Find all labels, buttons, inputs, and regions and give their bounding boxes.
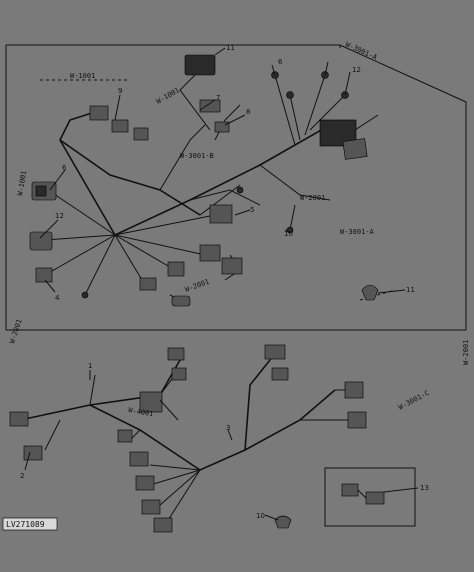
- callout-12b: 12: [352, 66, 361, 74]
- wire-label: W-3001-A: [340, 228, 375, 236]
- wire-label: W-2001: [184, 278, 211, 294]
- connector: [35, 185, 47, 197]
- connector: [35, 267, 53, 283]
- connector: [274, 515, 292, 529]
- connector: [89, 105, 109, 121]
- callout-5: 5: [250, 206, 254, 214]
- upper-harness: [40, 69, 396, 306]
- connector: [81, 291, 89, 299]
- callout-1: 1: [88, 362, 92, 370]
- connector: [184, 54, 216, 76]
- callout-13: 13: [420, 484, 429, 492]
- callout-11: 11: [226, 44, 235, 52]
- connector: [264, 344, 286, 360]
- connector: [344, 381, 364, 399]
- wire-label: W-2001: [300, 194, 325, 202]
- connector: [365, 491, 385, 505]
- callout-8: 8: [246, 108, 250, 116]
- connector: [133, 127, 149, 141]
- wire-label: W-1001: [155, 86, 181, 106]
- wire-label: W-2001: [462, 340, 470, 365]
- callout-6b: 6: [278, 58, 283, 66]
- wire-labels: W-3001-A W-1001 W-1001 W-1001 W-3001-B W…: [8, 41, 470, 419]
- callout-10b: 10: [256, 512, 265, 520]
- wire-label: W-3001-B: [180, 152, 214, 160]
- connector: [199, 244, 221, 262]
- callout-6: 6: [62, 164, 67, 172]
- callout-3: 3: [226, 424, 230, 432]
- callout-9: 9: [118, 87, 122, 95]
- connector: [209, 204, 233, 224]
- wire-label: W-2001: [8, 318, 23, 345]
- wire-label: W-3001-A: [344, 41, 379, 62]
- connector: [347, 411, 367, 429]
- connector: [171, 295, 191, 307]
- connector: [341, 483, 359, 497]
- wire-label: W-1001: [70, 72, 95, 80]
- connector: [129, 451, 149, 467]
- connector: [167, 347, 185, 361]
- connector: [221, 257, 243, 275]
- wire-label: W-1001: [16, 170, 28, 196]
- connector: [29, 231, 53, 251]
- connector: [167, 261, 185, 277]
- upper-assembly-outline: [5, 44, 467, 331]
- connector: [141, 499, 161, 515]
- callout-12: 12: [55, 212, 64, 220]
- callout-labels: 11 9 6 12 4 7 8 5 6 10 12 1 2 3 11 10 13: [20, 44, 429, 520]
- callout-leaders: [24, 47, 419, 521]
- connector: [117, 429, 133, 443]
- connector: [236, 186, 244, 194]
- wire-label: W-3001-C: [397, 389, 431, 412]
- connector: [111, 119, 129, 133]
- inset-box: [324, 467, 416, 527]
- connector: [135, 475, 155, 491]
- callout-4: 4: [55, 294, 60, 302]
- connector: [199, 99, 221, 113]
- connector: [171, 367, 187, 381]
- callout-11b: 11: [406, 286, 415, 294]
- connector: [214, 121, 230, 133]
- connector: [342, 138, 368, 160]
- callout-2: 2: [20, 472, 24, 480]
- connector: [271, 367, 289, 381]
- callout-7: 7: [216, 94, 220, 102]
- lower-harness: [19, 344, 355, 526]
- connector: [153, 517, 173, 533]
- connector: [9, 411, 29, 427]
- connector: [23, 445, 43, 461]
- connector: [361, 284, 379, 301]
- figure-id-box: [2, 517, 58, 531]
- connector: [139, 277, 157, 291]
- connector: [286, 91, 294, 99]
- callout-10: 10: [284, 230, 293, 238]
- figure-id: LV271089: [6, 520, 45, 529]
